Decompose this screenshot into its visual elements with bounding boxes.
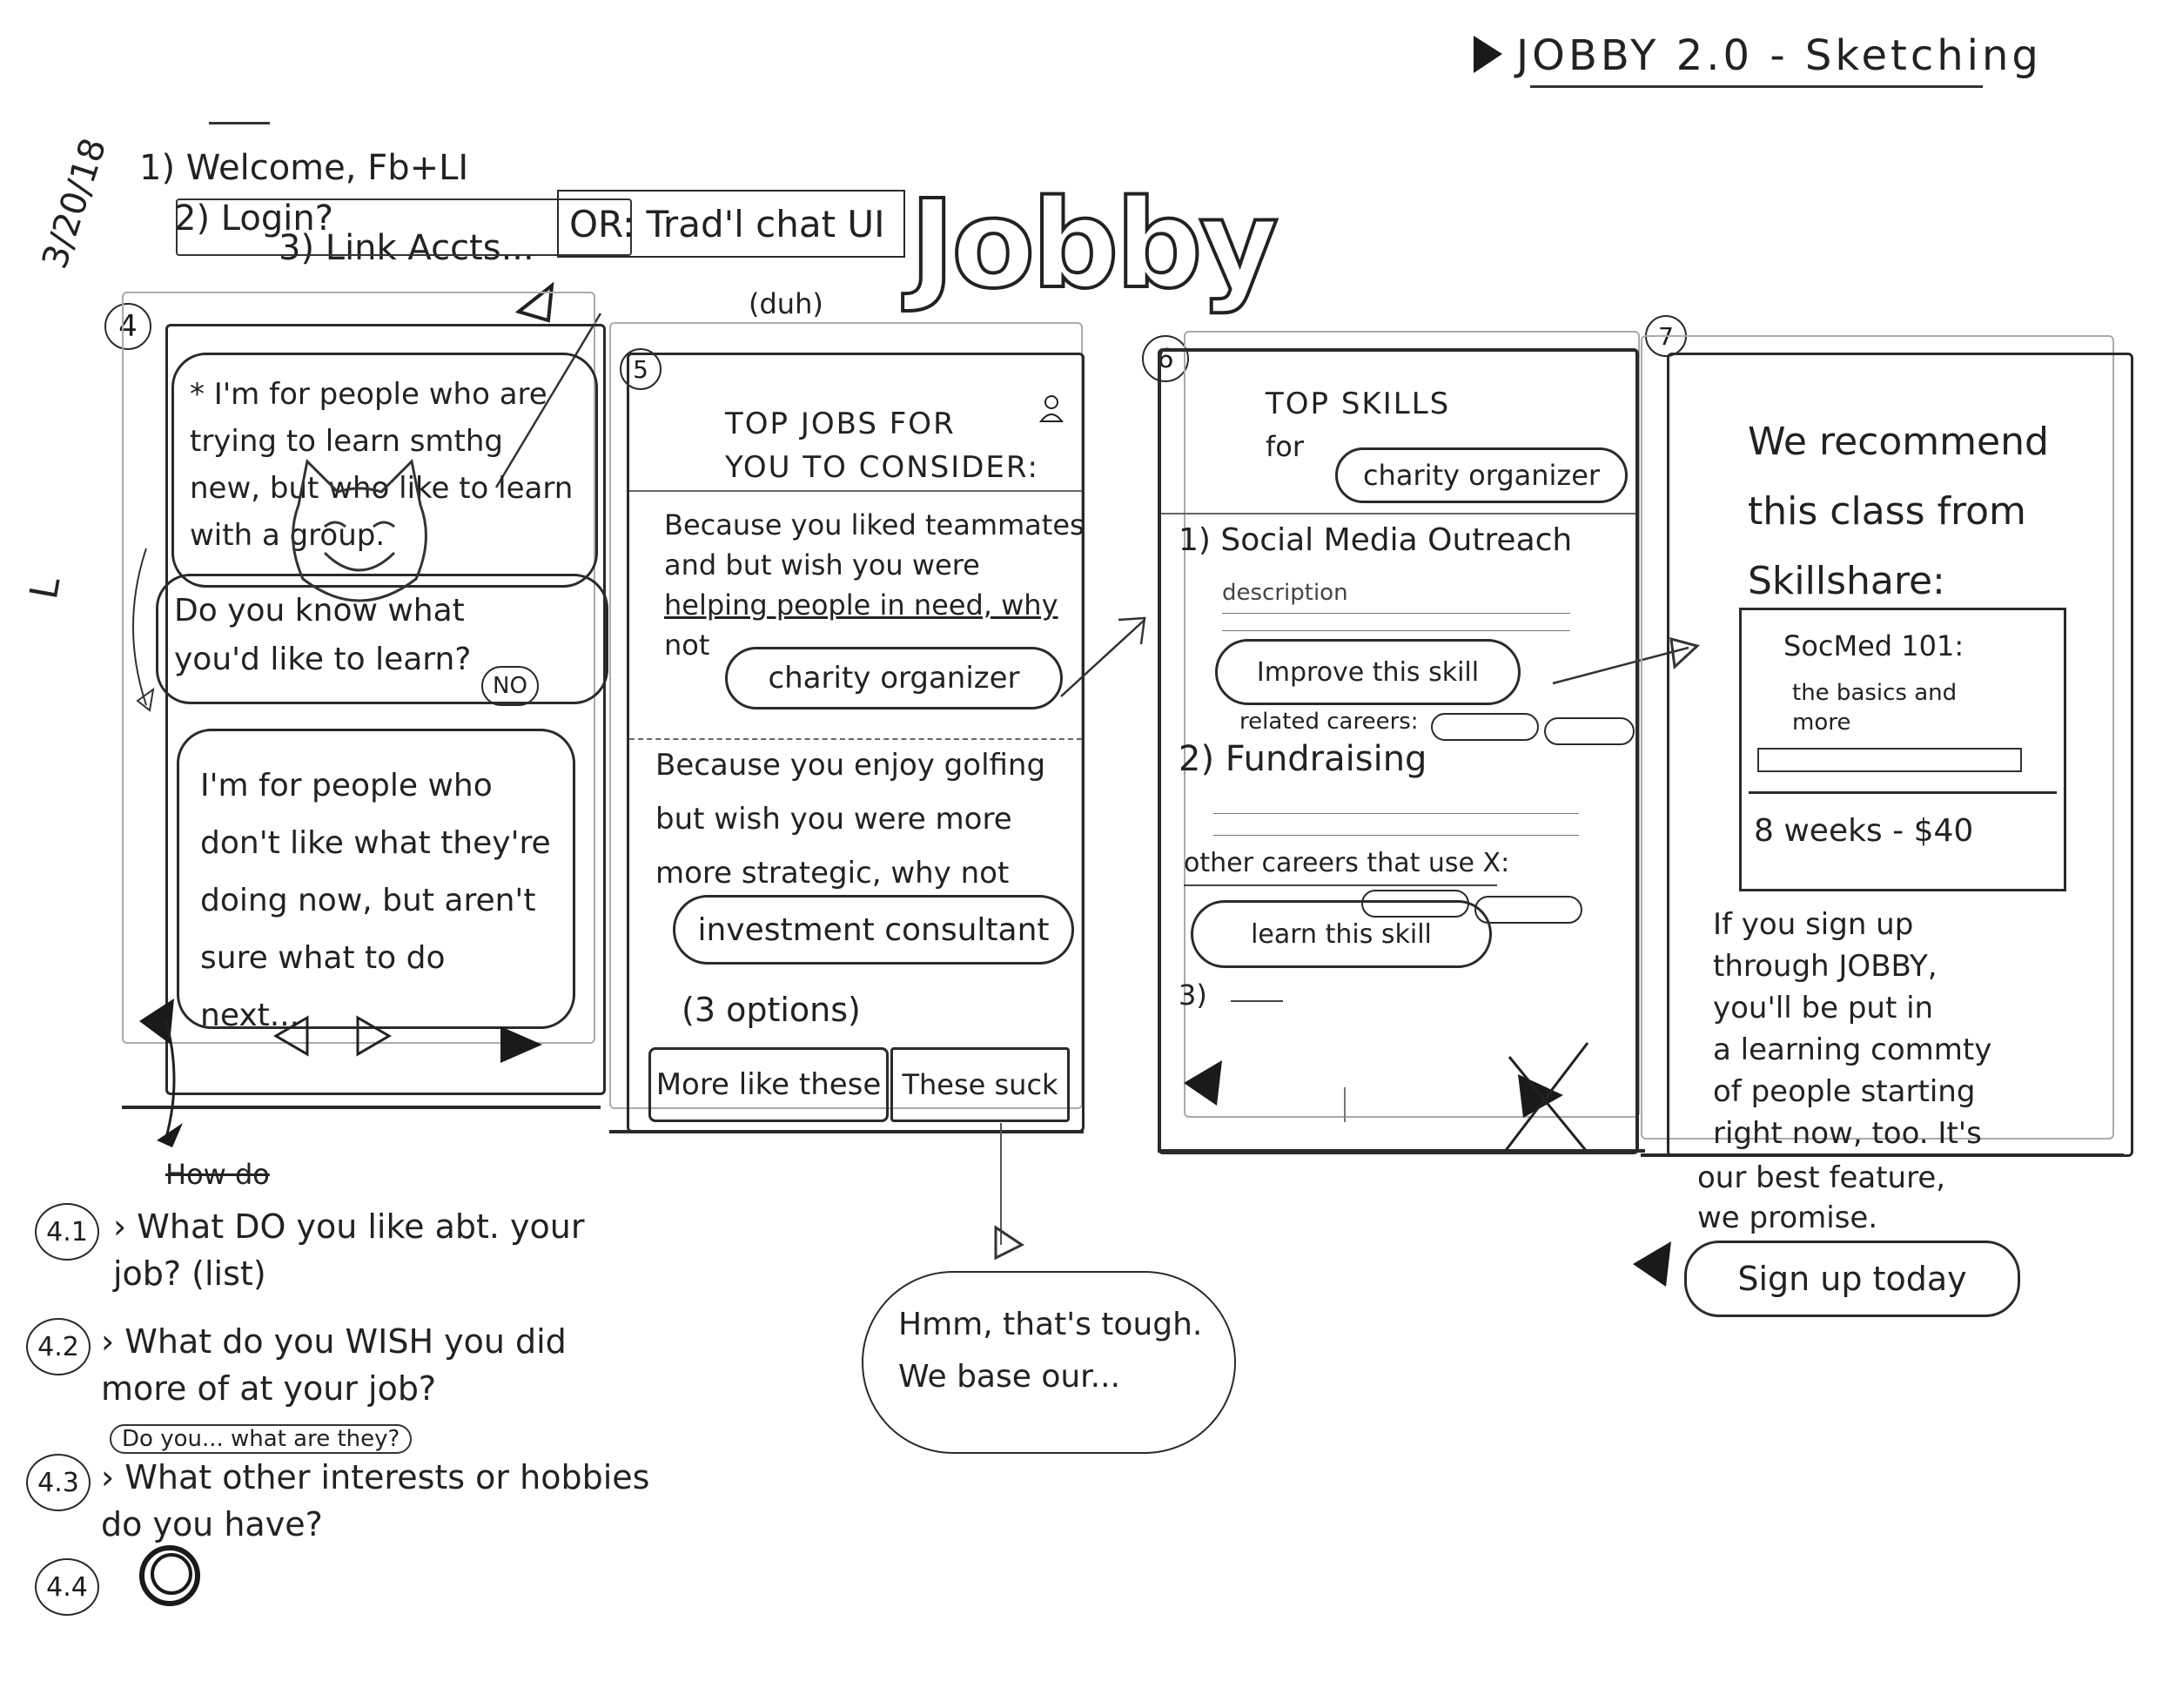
these-suck-button[interactable]: These suck [890,1047,1070,1122]
arrow-to-class-icon [1552,636,1701,685]
q4-number: 4.4 [35,1558,99,1616]
q3-number: 4.3 [26,1454,91,1511]
skip-icon[interactable] [497,1023,549,1066]
arrow-icon [514,281,554,323]
screen-5-number: 5 [620,348,662,390]
q3-text: › What other interests or hobbies do you… [101,1458,650,1543]
back-icon[interactable] [1628,1238,1680,1290]
alt-chat-note: OR: Trad'l chat UI [557,190,905,258]
chat-bubble-intro: * I'm for people who are trying to learn… [171,353,598,588]
class-card[interactable]: SocMed 101: the basics and more 8 weeks … [1739,608,2066,891]
user-icon[interactable] [1038,393,1064,423]
other-careers-label: other careers that use X: [1184,848,1510,878]
q3-note: Do you... what are they? [110,1424,413,1454]
class-subtitle: the basics and more [1792,680,1958,736]
class-pitch-tail: our best feature, we promise. [1697,1160,1946,1235]
other-career-pill[interactable] [1474,896,1582,924]
note-login: 2) Login? [174,198,333,239]
class-price: 8 weeks - $40 [1754,813,1974,849]
reply-bubble: Hmm, that's tough. We base our... [862,1271,1236,1454]
skill-1: 1) Social Media Outreach [1179,522,1573,558]
options-count: (3 options) [682,991,861,1029]
screen-5-title: TOP JOBS FOR YOU TO CONSIDER: [725,407,1039,485]
screen-6-frame [1184,331,1640,1118]
curve-arrow-left-icon [132,548,155,712]
double-arrow-icon [157,1018,183,1147]
arrow-to-skills-icon [1060,616,1146,697]
screen-7-frame [1641,335,2114,1140]
skills-for: for [1266,430,1304,463]
recommend-heading: We recommend this class from Skillshare: [1748,420,2049,603]
question-list: How do 4.1 › What DO you like abt. your … [26,1158,653,1616]
related-career-pill[interactable] [1544,717,1635,745]
career-pill[interactable]: charity organizer [1335,447,1628,503]
prev-icon[interactable] [272,1014,311,1058]
chat-bubble-unsure: I'm for people who don't like what they'… [177,729,575,1033]
job-reason-2: Because you enjoy golfing but wish you w… [655,748,1046,891]
no-button[interactable]: NO [481,666,539,706]
q2-text: › What do you WISH you did more of at yo… [101,1322,567,1408]
header: JOBBY 2.0 - Sketching [1471,26,2038,96]
q1-text: › What DO you like abt. your job? (list) [113,1207,585,1293]
learn-skill-button[interactable]: learn this skill [1191,900,1492,968]
page-title: JOBBY 2.0 - Sketching [1516,31,2042,80]
skill-1-description: description [1222,580,1348,606]
alt-chat-duh: (duh) [749,287,823,320]
next-crossed-icon[interactable] [1501,1039,1596,1161]
screen-4: * I'm for people who are trying to learn… [139,324,608,1095]
skills-title: TOP SKILLS [1266,387,1451,421]
improve-skill-button[interactable]: Improve this skill [1215,639,1521,705]
q2-number: 4.2 [26,1318,91,1375]
more-like-these-button[interactable]: More like these [648,1047,889,1122]
skill-3: 3) [1179,978,1207,1012]
job-charity-organizer[interactable]: charity organizer [725,647,1063,709]
cat-mascot-icon [292,458,427,602]
related-career-pill[interactable] [1431,713,1539,741]
onboarding-notes: 1) Welcome, Fb+LI 2) Login? 3) Link Acct… [139,148,632,270]
class-title: SocMed 101: [1783,629,1964,662]
date: 3/20/18 [35,133,115,274]
margin-mark: L [22,574,70,602]
sign-up-button[interactable]: Sign up today [1684,1241,2020,1317]
logo: Jobby [908,172,1280,318]
note-link-accts: 3) Link Accts... [279,228,534,268]
pointer-line [494,313,602,488]
job-investment-consultant[interactable]: investment consultant [673,895,1074,965]
class-pitch: If you sign up through JOBBY, you'll be … [1713,907,1992,1151]
reply-pointer-icon [994,1123,1024,1261]
skill-2: 2) Fundraising [1179,739,1427,779]
job-reason-1: Because you liked teammates and but wish… [664,508,1085,662]
struck-note: How do [165,1158,270,1191]
related-careers-label: related careers: [1239,709,1419,735]
back-icon[interactable] [1179,1057,1231,1109]
scribble-icon [139,1545,200,1606]
screen-7: We recommend this class from Skillshare:… [1667,353,2133,1157]
play-icon [1474,36,1502,73]
next-icon[interactable] [354,1014,393,1058]
note-welcome: 1) Welcome, Fb+LI [139,148,469,188]
prev-prev-icon[interactable] [135,995,187,1047]
q1-number: 4.1 [35,1203,99,1261]
screen-5: TOP JOBS FOR YOU TO CONSIDER: Because yo… [627,353,1085,1133]
screen-6: TOP SKILLS for charity organizer 1) Soci… [1158,348,1639,1154]
chat-bubble-question: Do you know what you'd like to learn? [156,574,608,704]
